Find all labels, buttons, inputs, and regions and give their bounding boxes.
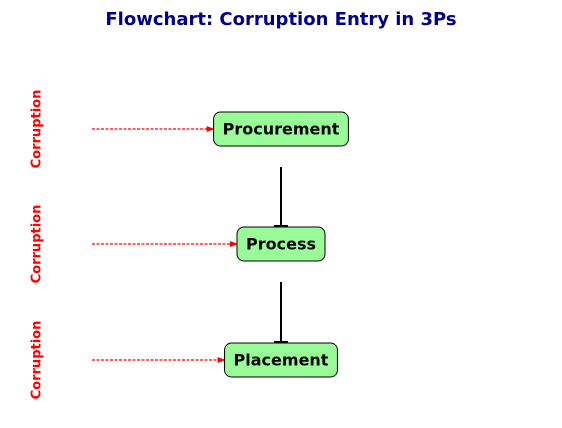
corruption-label-procurement: Corruption (30, 90, 45, 169)
flow-edges (274, 167, 288, 343)
node-label-placement: Placement (234, 351, 329, 370)
corruption-label-placement: Corruption (30, 321, 45, 400)
node-process: Process (236, 226, 326, 262)
node-box-placement (224, 342, 338, 378)
node-box-procurement (213, 111, 349, 147)
node-label-process: Process (246, 235, 316, 254)
diagram-title: Flowchart: Corruption Entry in 3Ps (105, 9, 456, 30)
corruption-label-process: Corruption (30, 205, 45, 284)
node-box-process (236, 226, 326, 262)
node-procurement: Procurement (213, 111, 349, 147)
node-label-procurement: Procurement (223, 120, 340, 139)
node-placement: Placement (224, 342, 338, 378)
